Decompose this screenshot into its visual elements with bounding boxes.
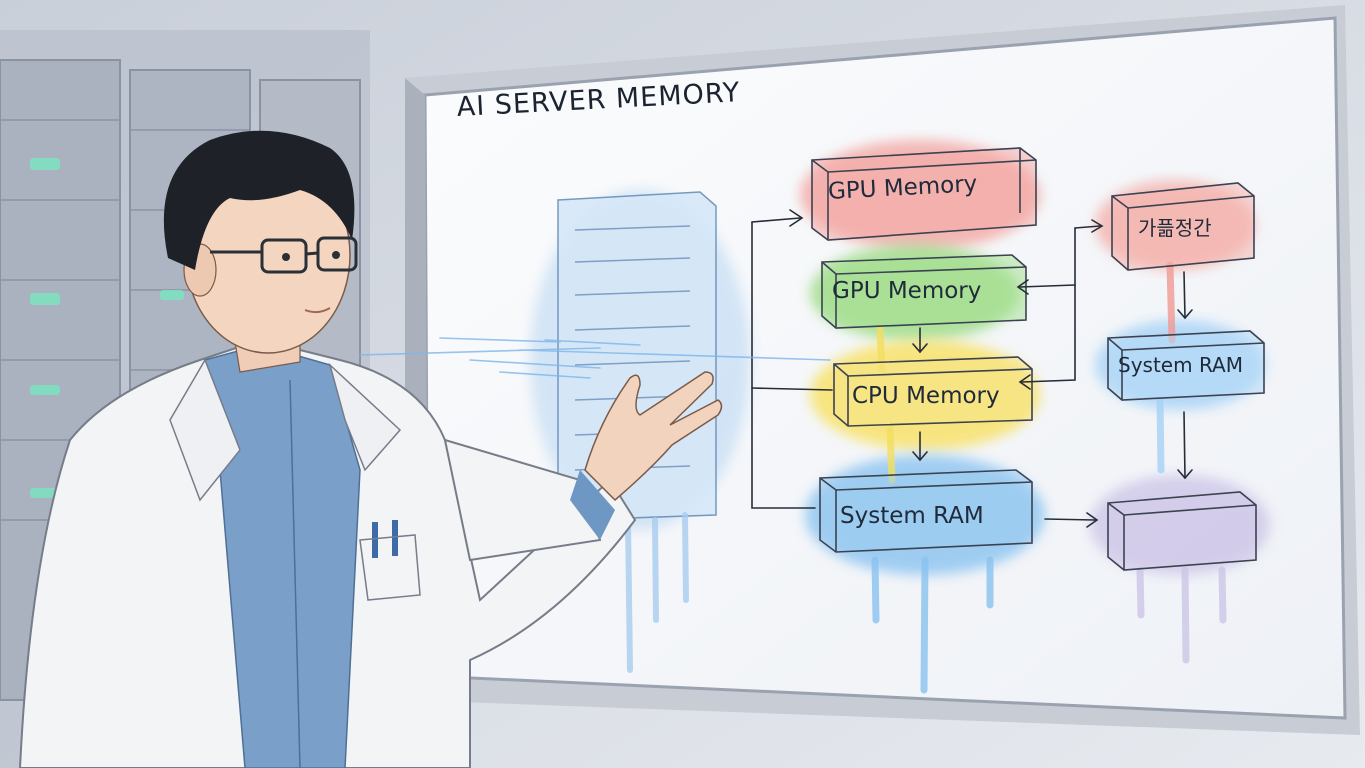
box-system-ram-main — [819, 469, 1033, 553]
box-korean — [1111, 182, 1255, 271]
box-gpu-memory-mid — [821, 254, 1027, 329]
pocket-pens — [359, 520, 421, 601]
box-cpu-memory — [833, 356, 1033, 427]
gpu-memory-mid-label: GPU Memory — [832, 278, 982, 304]
cpu-memory-label: CPU Memory — [852, 383, 1000, 409]
glasses-icon — [210, 236, 358, 274]
server-status-lights — [30, 158, 184, 498]
diagram-boxes — [811, 147, 1265, 571]
box-gpu-memory-top — [811, 147, 1037, 241]
system-ram-main-label: System RAM — [840, 503, 984, 529]
diagram-connectors — [751, 209, 1193, 528]
box-system-ram-right — [1107, 330, 1265, 401]
system-ram-right-label: System RAM — [1118, 353, 1243, 377]
scientist-figure — [18, 130, 723, 768]
hologram-beams — [359, 337, 831, 379]
box-blank-purple — [1107, 491, 1257, 571]
korean-box-label: 가픎정간 — [1138, 216, 1212, 240]
